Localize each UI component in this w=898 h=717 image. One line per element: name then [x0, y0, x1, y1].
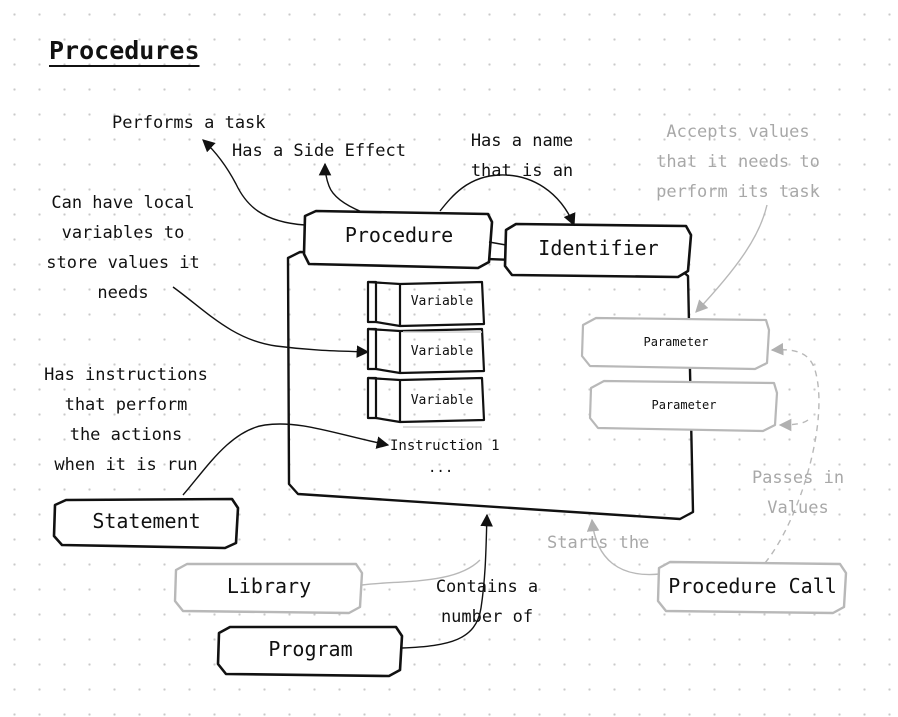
annotation-performs-task: Performs a task — [112, 113, 266, 133]
annotation-instructions-line-4: when it is run — [54, 455, 198, 475]
instruction-label: Instruction 1 — [390, 438, 500, 454]
arrow-starts-the — [586, 518, 661, 576]
identifier-node-label: Identifier — [538, 236, 659, 260]
statement-node-label: Statement — [92, 509, 201, 533]
arrow-has-name — [439, 174, 576, 227]
annotation-has-name: Has a name that is an — [454, 126, 590, 186]
annotation-contains-line-1: Contains a — [435, 577, 539, 597]
annotation-local-variables: Can have local variables to store values… — [40, 188, 206, 308]
arrow-performs-task — [202, 139, 306, 226]
arrow-library-contains — [361, 559, 481, 586]
annotation-has-name-line-1: Has a name — [470, 131, 574, 151]
arrow-local-variables — [172, 286, 370, 358]
parameter-box-2 — [588, 379, 779, 433]
annotation-local-variables-line-3: store values it — [46, 253, 200, 273]
program-node-box — [216, 625, 404, 678]
procedure-node-box — [302, 209, 494, 270]
annotation-accepts-values-line-3: perform its task — [656, 182, 820, 202]
arrow-instructions — [182, 423, 390, 496]
variable-label-1: Variable — [410, 294, 474, 309]
annotation-local-variables-line-4: needs — [97, 283, 149, 303]
statement-node-box — [52, 497, 240, 550]
arrow-passes-values-2 — [778, 418, 809, 432]
annotation-passes-in-line-1: Passes in — [751, 468, 845, 488]
annotation-passes-in-line-2: Values — [767, 498, 829, 518]
arrow-passes-values-1 — [764, 342, 820, 564]
annotation-instructions-line-3: the actions — [69, 425, 183, 445]
link-procedure-identifier — [488, 241, 507, 246]
library-node-label: Library — [226, 574, 312, 598]
annotation-instructions-line-2: that perform — [64, 395, 188, 415]
arrow-contains — [401, 513, 493, 649]
annotation-starts-the: Starts the — [547, 533, 650, 553]
parameter-label-2: Parameter — [651, 398, 717, 412]
procedure-call-node-box — [656, 560, 848, 615]
page-title: Procedures — [49, 36, 200, 65]
arrow-side-effect — [318, 162, 363, 213]
annotation-instructions: Has instructions that perform the action… — [38, 360, 214, 480]
annotation-accepts-values-line-2: that it needs to — [656, 152, 820, 172]
annotation-local-variables-line-1: Can have local — [51, 193, 195, 213]
arrow-accepts-values — [695, 204, 768, 313]
annotation-contains-line-2: number of — [440, 607, 534, 627]
ellipsis-label: ... — [428, 460, 454, 476]
parameter-box-1 — [580, 316, 771, 371]
annotation-contains: Contains a number of — [430, 572, 544, 632]
annotation-has-name-line-2: that is an — [470, 161, 574, 181]
annotation-passes-in: Passes in Values — [744, 463, 852, 523]
procedure-node-label: Procedure — [344, 223, 454, 247]
annotation-accepts-values-line-1: Accepts values — [666, 122, 810, 142]
annotation-instructions-line-1: Has instructions — [44, 365, 208, 385]
variable-label-3: Variable — [410, 393, 474, 408]
parameter-label-1: Parameter — [643, 335, 709, 349]
annotation-local-variables-line-2: variables to — [61, 223, 185, 243]
annotation-side-effect: Has a Side Effect — [232, 141, 406, 161]
library-node-box — [173, 562, 364, 615]
procedure-call-node-label: Procedure Call — [668, 574, 837, 598]
program-node-label: Program — [268, 637, 353, 661]
annotation-accepts-values: Accepts values that it needs to perform … — [645, 117, 831, 207]
variable-label-2: Variable — [410, 344, 474, 359]
